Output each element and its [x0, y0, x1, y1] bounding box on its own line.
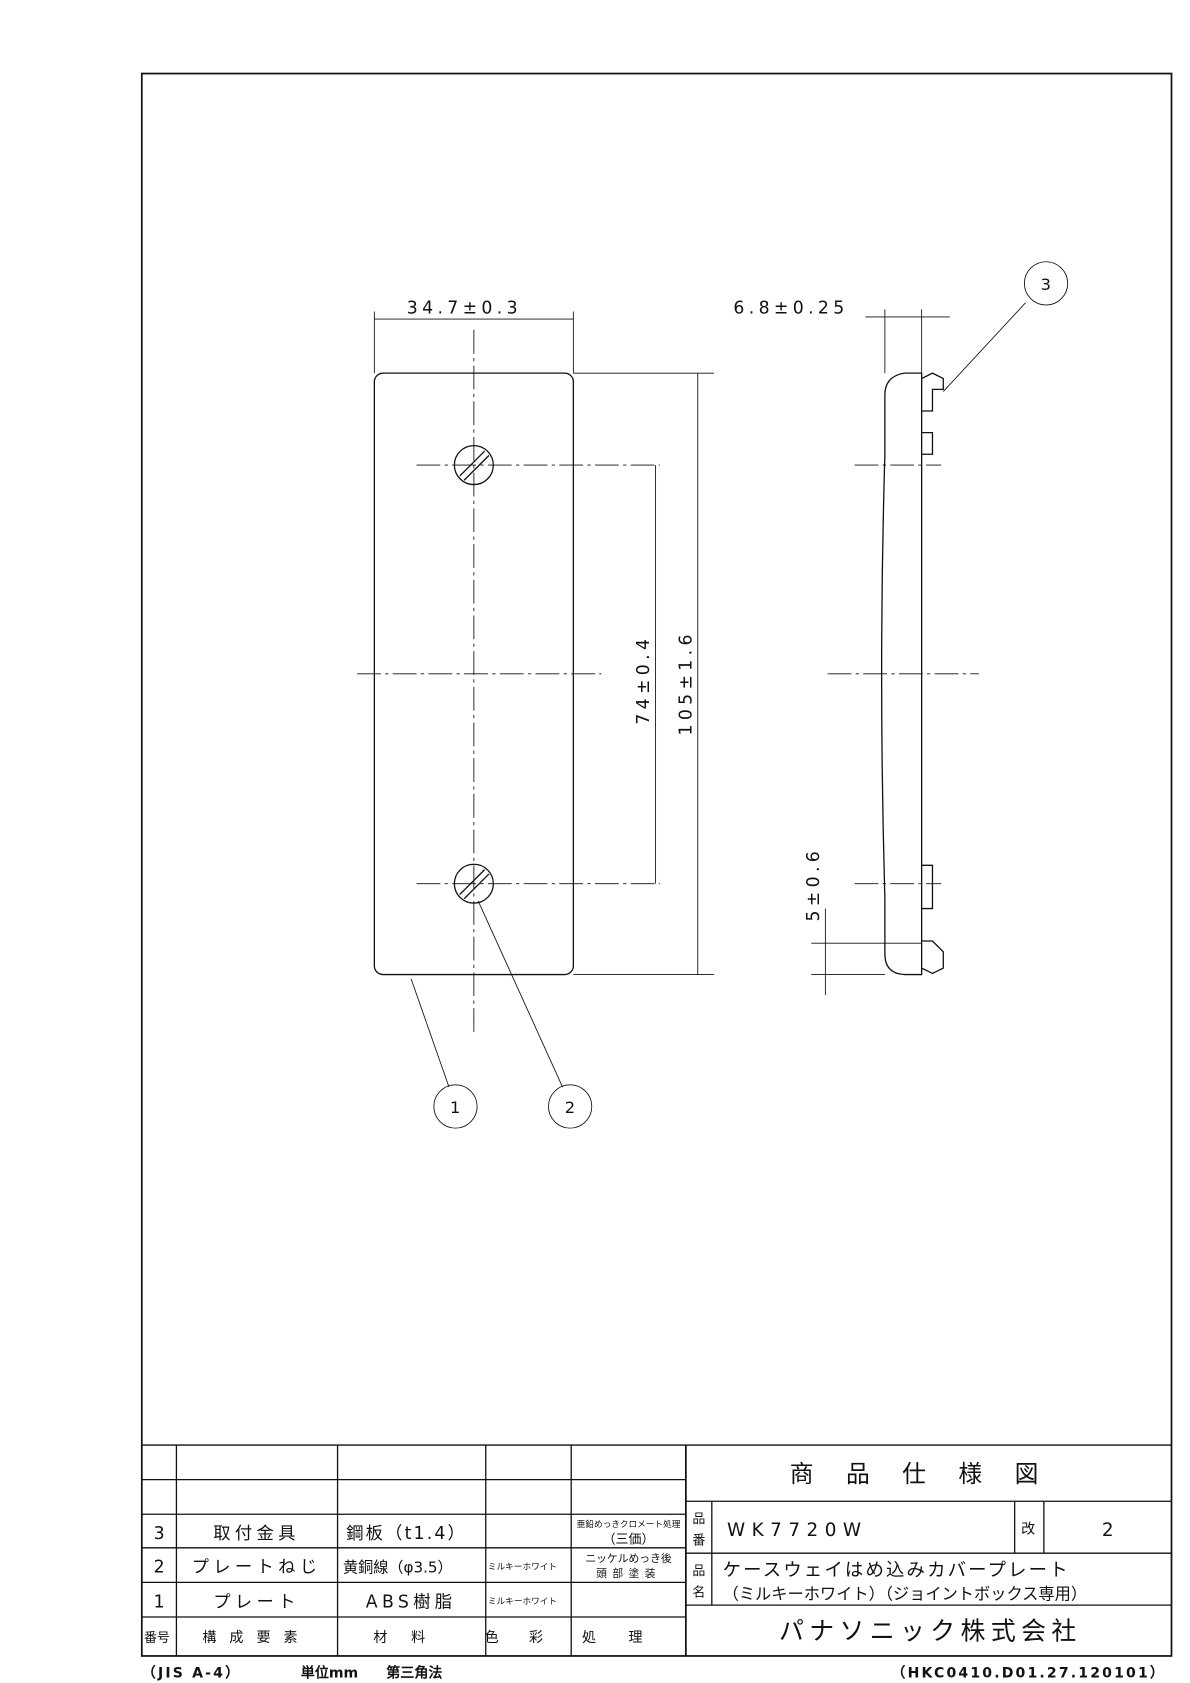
dim-thickness: 6.8±0.25 — [733, 299, 848, 319]
drawing-title: 商品仕様図 — [790, 1460, 1071, 1488]
sheet-frame — [140, 72, 1173, 1657]
revision-number: 2 — [1102, 1520, 1114, 1541]
balloon-3 — [1023, 261, 1069, 306]
part-no-label-2: 番 — [692, 1534, 705, 1549]
row-no: 3 — [154, 1524, 165, 1544]
row-name: プレート — [213, 1592, 299, 1612]
part-no-label: 品 — [692, 1512, 705, 1527]
product-name-line2: （ミルキーホワイト）（ジョイントボックス専用） — [723, 1585, 1087, 1604]
footer-projection: 第三角法 — [386, 1665, 442, 1682]
row-treatment-2: 頭部塗装 — [596, 1566, 661, 1580]
table-row: 1 プレート ABS樹脂 ミルキーホワイト — [154, 1592, 557, 1612]
balloon-3-label: 3 — [1041, 275, 1051, 294]
header-component: 構成要素 — [202, 1630, 310, 1646]
row-no: 2 — [154, 1558, 165, 1578]
dim-height: 105±1.6 — [676, 630, 696, 735]
row-treatment-2: （三価） — [603, 1532, 655, 1547]
row-treatment: 亜鉛めっきクロメート処理 — [577, 1518, 681, 1530]
row-material: 鋼板（t1.4） — [346, 1524, 467, 1544]
name-label-2: 名 — [692, 1584, 705, 1600]
row-material: ABS樹脂 — [366, 1592, 457, 1612]
row-material: 黄銅線（φ3.5） — [343, 1559, 453, 1577]
name-label: 品 — [692, 1564, 705, 1579]
screw-top — [453, 444, 494, 486]
balloon-1-label: 1 — [450, 1098, 460, 1117]
row-color: ミルキーホワイト — [488, 1561, 557, 1572]
dim-width: 34.7±0.3 — [407, 299, 522, 319]
row-name: プレートねじ — [192, 1558, 322, 1578]
dim-offset: 5±0.6 — [804, 847, 824, 922]
header-treatment: 処理 — [582, 1630, 675, 1646]
dim-pitch: 74±0.4 — [634, 635, 654, 725]
revision-label: 改 — [1021, 1522, 1035, 1538]
header-material: 材料 — [373, 1630, 449, 1646]
footer-standard: （JIS A-4） — [142, 1666, 242, 1682]
side-view: 6.8±0.25 5±0.6 3 — [733, 261, 1069, 996]
balloon-2-label: 2 — [565, 1098, 575, 1117]
front-view: 34.7±0.3 74±0.4 105±1.6 1 2 — [357, 299, 714, 1129]
balloon-2 — [548, 1084, 593, 1129]
table-header: 番号 構成要素 材料 色彩 処理 — [144, 1629, 675, 1646]
footer: （JIS A-4） 単位mm 第三角法 （HKC0410.D01.27.1201… — [142, 1665, 1166, 1682]
balloon-1 — [433, 1084, 478, 1129]
row-color: ミルキーホワイト — [488, 1596, 557, 1607]
product-name-line1: ケースウェイはめ込みカバープレート — [723, 1560, 1070, 1581]
parts-table: 3 取付金具 鋼板（t1.4） 亜鉛めっきクロメート処理 （三価） 2 プレート… — [141, 1444, 1172, 1656]
row-treatment: ニッケルめっき後 — [585, 1551, 672, 1565]
header-color: 色彩 — [485, 1629, 574, 1646]
header-no: 番号 — [144, 1631, 170, 1646]
screw-bottom — [453, 863, 494, 904]
table-row: 2 プレートねじ 黄銅線（φ3.5） ミルキーホワイト ニッケルめっき後 頭部塗… — [154, 1551, 672, 1580]
row-name: 取付金具 — [213, 1524, 299, 1544]
company-name: パナソニック株式会社 — [779, 1617, 1082, 1646]
footer-drawing-code: （HKC0410.D01.27.120101） — [891, 1666, 1166, 1682]
part-number: WK7720W — [727, 1520, 868, 1541]
title-block: 商品仕様図 品 番 WK7720W 改 2 品 名 ケースウェイはめ込みカバープ… — [685, 1460, 1172, 1646]
table-row: 3 取付金具 鋼板（t1.4） 亜鉛めっきクロメート処理 （三価） — [154, 1518, 681, 1547]
row-no: 1 — [154, 1592, 165, 1612]
footer-unit: 単位mm — [301, 1665, 358, 1682]
